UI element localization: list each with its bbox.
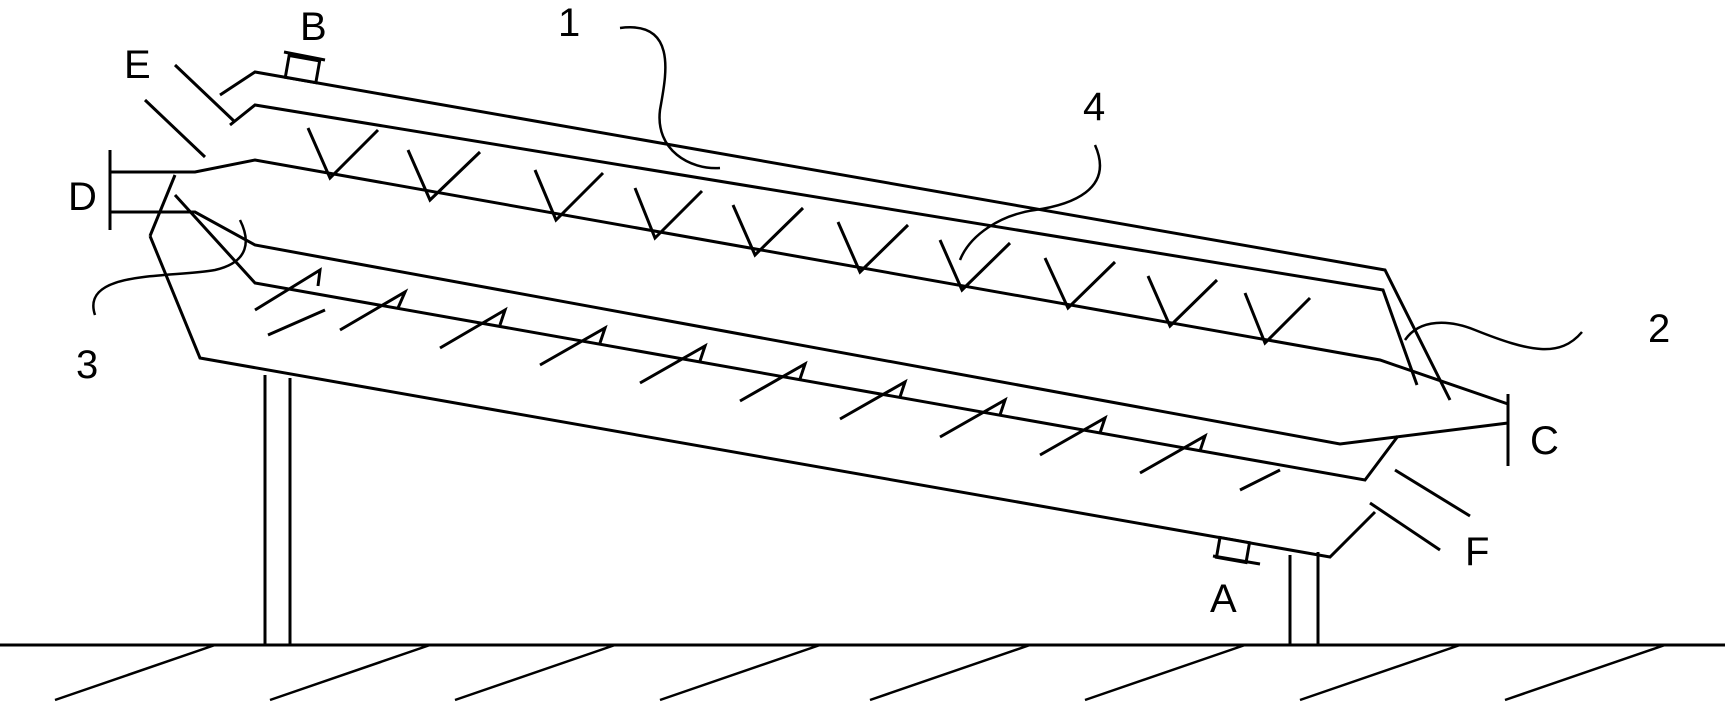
port-e-branch: [143, 63, 237, 159]
leader-1: [619, 26, 721, 170]
central-tube: [108, 150, 1510, 466]
port-b-nozzle: [283, 50, 326, 85]
port-a-nozzle: [1212, 535, 1261, 566]
inner-vessel: [173, 103, 1419, 482]
label-2: 2: [1648, 307, 1670, 351]
label-c: C: [1530, 419, 1559, 463]
label-1: 1: [558, 1, 580, 45]
port-f-branch: [1369, 468, 1471, 552]
label-e: E: [124, 43, 151, 87]
label-b: B: [300, 5, 327, 49]
label-f: F: [1465, 530, 1489, 574]
outer-jacket: [148, 70, 1452, 559]
upper-helical-fins: [306, 127, 1312, 346]
leader-2: [1403, 321, 1583, 351]
label-3: 3: [76, 343, 98, 387]
label-4: 4: [1083, 85, 1105, 129]
leader-lines: [92, 26, 1583, 351]
support-legs: [263, 375, 1320, 645]
leader-4: [958, 144, 1102, 261]
labels: 1 2 3 4 A B C D E F: [68, 1, 1670, 621]
label-d: D: [68, 175, 97, 219]
leader-3: [92, 219, 247, 316]
ground: [0, 643, 1725, 702]
label-a: A: [1210, 577, 1237, 621]
lower-helical-fins: [254, 267, 1281, 492]
